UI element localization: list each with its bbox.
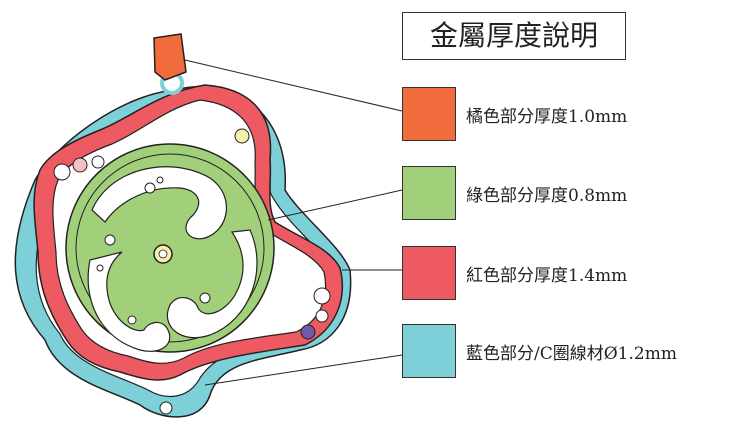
orange-bail (153, 33, 187, 81)
hole (156, 176, 164, 184)
leader-line-blue (204, 354, 403, 386)
stone (313, 287, 331, 305)
legend-label-orange: 橘色部分厚度1.0mm (466, 106, 628, 127)
hole (104, 234, 116, 246)
swirl-cutout-top (91, 166, 227, 240)
stone (72, 157, 88, 173)
swirl-cutout-left (87, 251, 171, 352)
stone (91, 155, 105, 169)
stone (300, 324, 316, 340)
stone (53, 163, 71, 181)
legend-item-green: 綠色部分厚度0.8mm (402, 165, 627, 221)
hole (96, 264, 104, 272)
red-swatch (402, 246, 456, 300)
legend-label-red: 紅色部分厚度1.4mm (466, 265, 628, 286)
stone (234, 128, 250, 144)
orange-swatch (402, 87, 456, 141)
legend-item-orange: 橘色部分厚度1.0mm (402, 86, 627, 142)
stone (315, 309, 329, 323)
legend-item-blue: 藍色部分/C圈線材Ø1.2mm (402, 323, 677, 379)
legend-item-red: 紅色部分厚度1.4mm (402, 245, 627, 301)
leader-line-green (267, 189, 403, 221)
hole (199, 292, 211, 304)
green-disc-ring (75, 153, 265, 343)
green-swatch (402, 166, 456, 220)
swirl-cutout-right (166, 229, 258, 339)
hole (127, 315, 137, 325)
diagram-title: 金屬厚度說明 (402, 12, 626, 60)
leader-line-orange (184, 59, 403, 112)
blue-swatch (402, 324, 456, 378)
stone (159, 401, 173, 415)
legend-label-blue: 藍色部分/C圈線材Ø1.2mm (466, 343, 677, 364)
hole (144, 182, 156, 194)
legend-label-green: 綠色部分厚度0.8mm (466, 185, 628, 206)
